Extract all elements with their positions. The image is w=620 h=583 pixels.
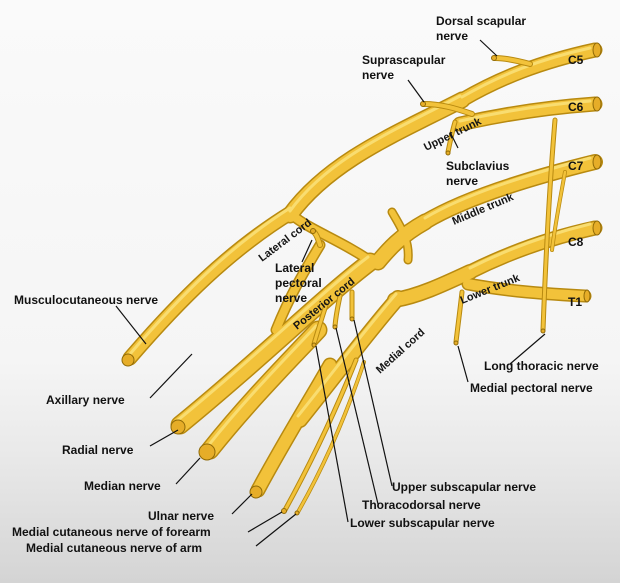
median-nerve-shape: [202, 322, 326, 458]
root-c6: [454, 98, 601, 130]
cut-ends: [121, 42, 602, 516]
label-lower-subscapular: Lower subscapular nerve: [350, 516, 495, 530]
ulnar-nerve-shape: [252, 359, 336, 496]
suprascapular-branch: [422, 102, 474, 116]
label-t1: T1: [568, 295, 582, 309]
label-suprascapular-2: nerve: [362, 68, 394, 82]
label-medial-cord: Medial cord: [374, 326, 427, 376]
label-subclavius-1: Subclavius: [446, 159, 510, 173]
label-long-thoracic: Long thoracic nerve: [484, 359, 599, 373]
label-axillary: Axillary nerve: [46, 393, 125, 407]
root-c8: [464, 222, 601, 278]
label-lateral-pectoral-3: nerve: [275, 291, 307, 305]
label-lateral-pectoral-2: pectoral: [275, 276, 322, 290]
label-thoracodorsal: Thoracodorsal nerve: [362, 498, 481, 512]
lateral-cord-shape: [124, 206, 298, 364]
small-branches-fill: [283, 56, 567, 514]
label-med-cut-forearm: Medial cutaneous nerve of forearm: [12, 525, 211, 539]
middle-trunk-shape: [371, 215, 432, 269]
label-musculocutaneous: Musculocutaneous nerve: [14, 293, 158, 307]
root-c5: [456, 44, 601, 106]
thoracodorsal-branch: [333, 294, 342, 328]
label-c8: C8: [568, 235, 584, 249]
label-c7: C7: [568, 159, 584, 173]
dorsal-scapular-branch: [493, 56, 532, 66]
root-labels: C5 C6 C7 C8 T1: [568, 53, 584, 309]
label-radial: Radial nerve: [62, 443, 134, 457]
root-t1: [463, 279, 590, 301]
label-c6: C6: [568, 100, 584, 114]
label-med-cut-arm: Medial cutaneous nerve of arm: [26, 541, 202, 555]
label-medial-pectoral: Medial pectoral nerve: [470, 381, 593, 395]
upper-trunk-shape: [283, 93, 469, 222]
long-thoracic-branch: [541, 118, 557, 332]
posterior-cord-shape: [172, 254, 378, 433]
label-suprascapular-1: Suprascapular: [362, 53, 446, 67]
label-c5: C5: [568, 53, 584, 67]
subclavius-branch: [446, 120, 457, 154]
label-lateral-pectoral-1: Lateral: [275, 261, 314, 275]
lower-subscapular-branch: [312, 303, 328, 346]
med-cut-arm-branch: [296, 360, 366, 514]
leader-lines: [115, 39, 546, 547]
branch-labels: Dorsal scapular nerve Suprascapular nerv…: [12, 14, 599, 555]
nerve-fills: [124, 44, 602, 496]
label-ulnar: Ulnar nerve: [148, 509, 214, 523]
label-median: Median nerve: [84, 479, 161, 493]
label-subclavius-2: nerve: [446, 174, 478, 188]
label-dorsal-scapular-2: nerve: [436, 29, 468, 43]
medial-pectoral-branch: [454, 290, 464, 344]
label-upper-subscapular: Upper subscapular nerve: [392, 480, 536, 494]
root-c7: [418, 155, 602, 229]
med-cut-forearm-branch: [283, 358, 358, 512]
label-dorsal-scapular-1: Dorsal scapular: [436, 14, 526, 28]
